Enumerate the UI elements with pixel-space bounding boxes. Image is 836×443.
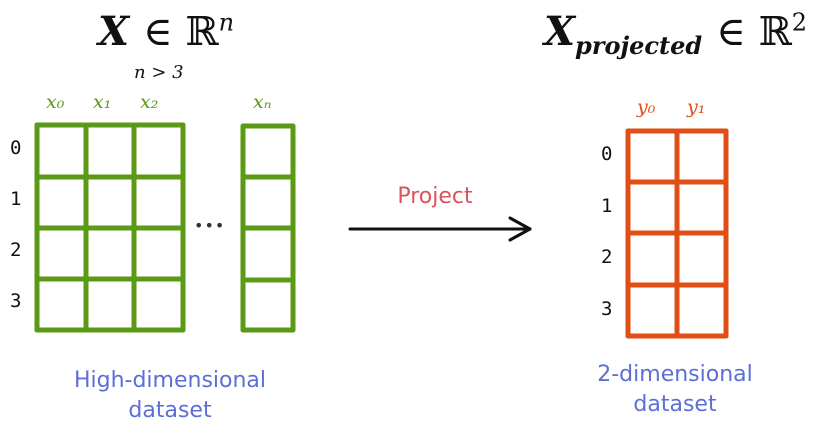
ellipsis: ••• (194, 216, 226, 235)
left-caption: High-dimensional dataset (55, 366, 285, 426)
column-label: y₀ (637, 96, 656, 118)
row-label: 3 (601, 298, 613, 320)
caption-line: High-dimensional (73, 368, 267, 393)
column-label: x₁ (93, 91, 112, 113)
caption-line: dataset (633, 392, 717, 417)
row-label: 3 (10, 290, 22, 312)
title-exponent: 2 (791, 8, 807, 37)
caption-line: dataset (128, 398, 212, 423)
left-title: X ∈ ℝn (98, 8, 234, 55)
title-subscript: projected (575, 31, 703, 60)
right-caption: 2-dimensional dataset (575, 360, 775, 420)
title-set: ∈ ℝ (142, 9, 219, 55)
arrow-head (508, 227, 532, 242)
row-label: 2 (10, 239, 22, 261)
title-set: ∈ ℝ (716, 9, 792, 55)
arrow-head (508, 216, 532, 231)
row-label: 0 (10, 137, 22, 159)
right-title: Xprojected ∈ ℝ2 (544, 8, 807, 60)
row-label: 1 (10, 188, 22, 210)
title-variable: X (98, 8, 130, 55)
arrow-label: Project (397, 184, 473, 209)
column-label: xₙ (253, 91, 272, 113)
column-label: x₂ (140, 91, 159, 113)
dimension-condition: n > 3 (134, 62, 184, 83)
column-label: y₁ (687, 96, 706, 118)
title-variable: X (544, 8, 576, 55)
row-label: 1 (601, 195, 613, 217)
caption-line: 2-dimensional (597, 362, 753, 387)
title-exponent: n (218, 8, 235, 37)
row-label: 0 (601, 143, 613, 165)
row-label: 2 (601, 246, 613, 268)
column-label: x₀ (46, 91, 65, 113)
